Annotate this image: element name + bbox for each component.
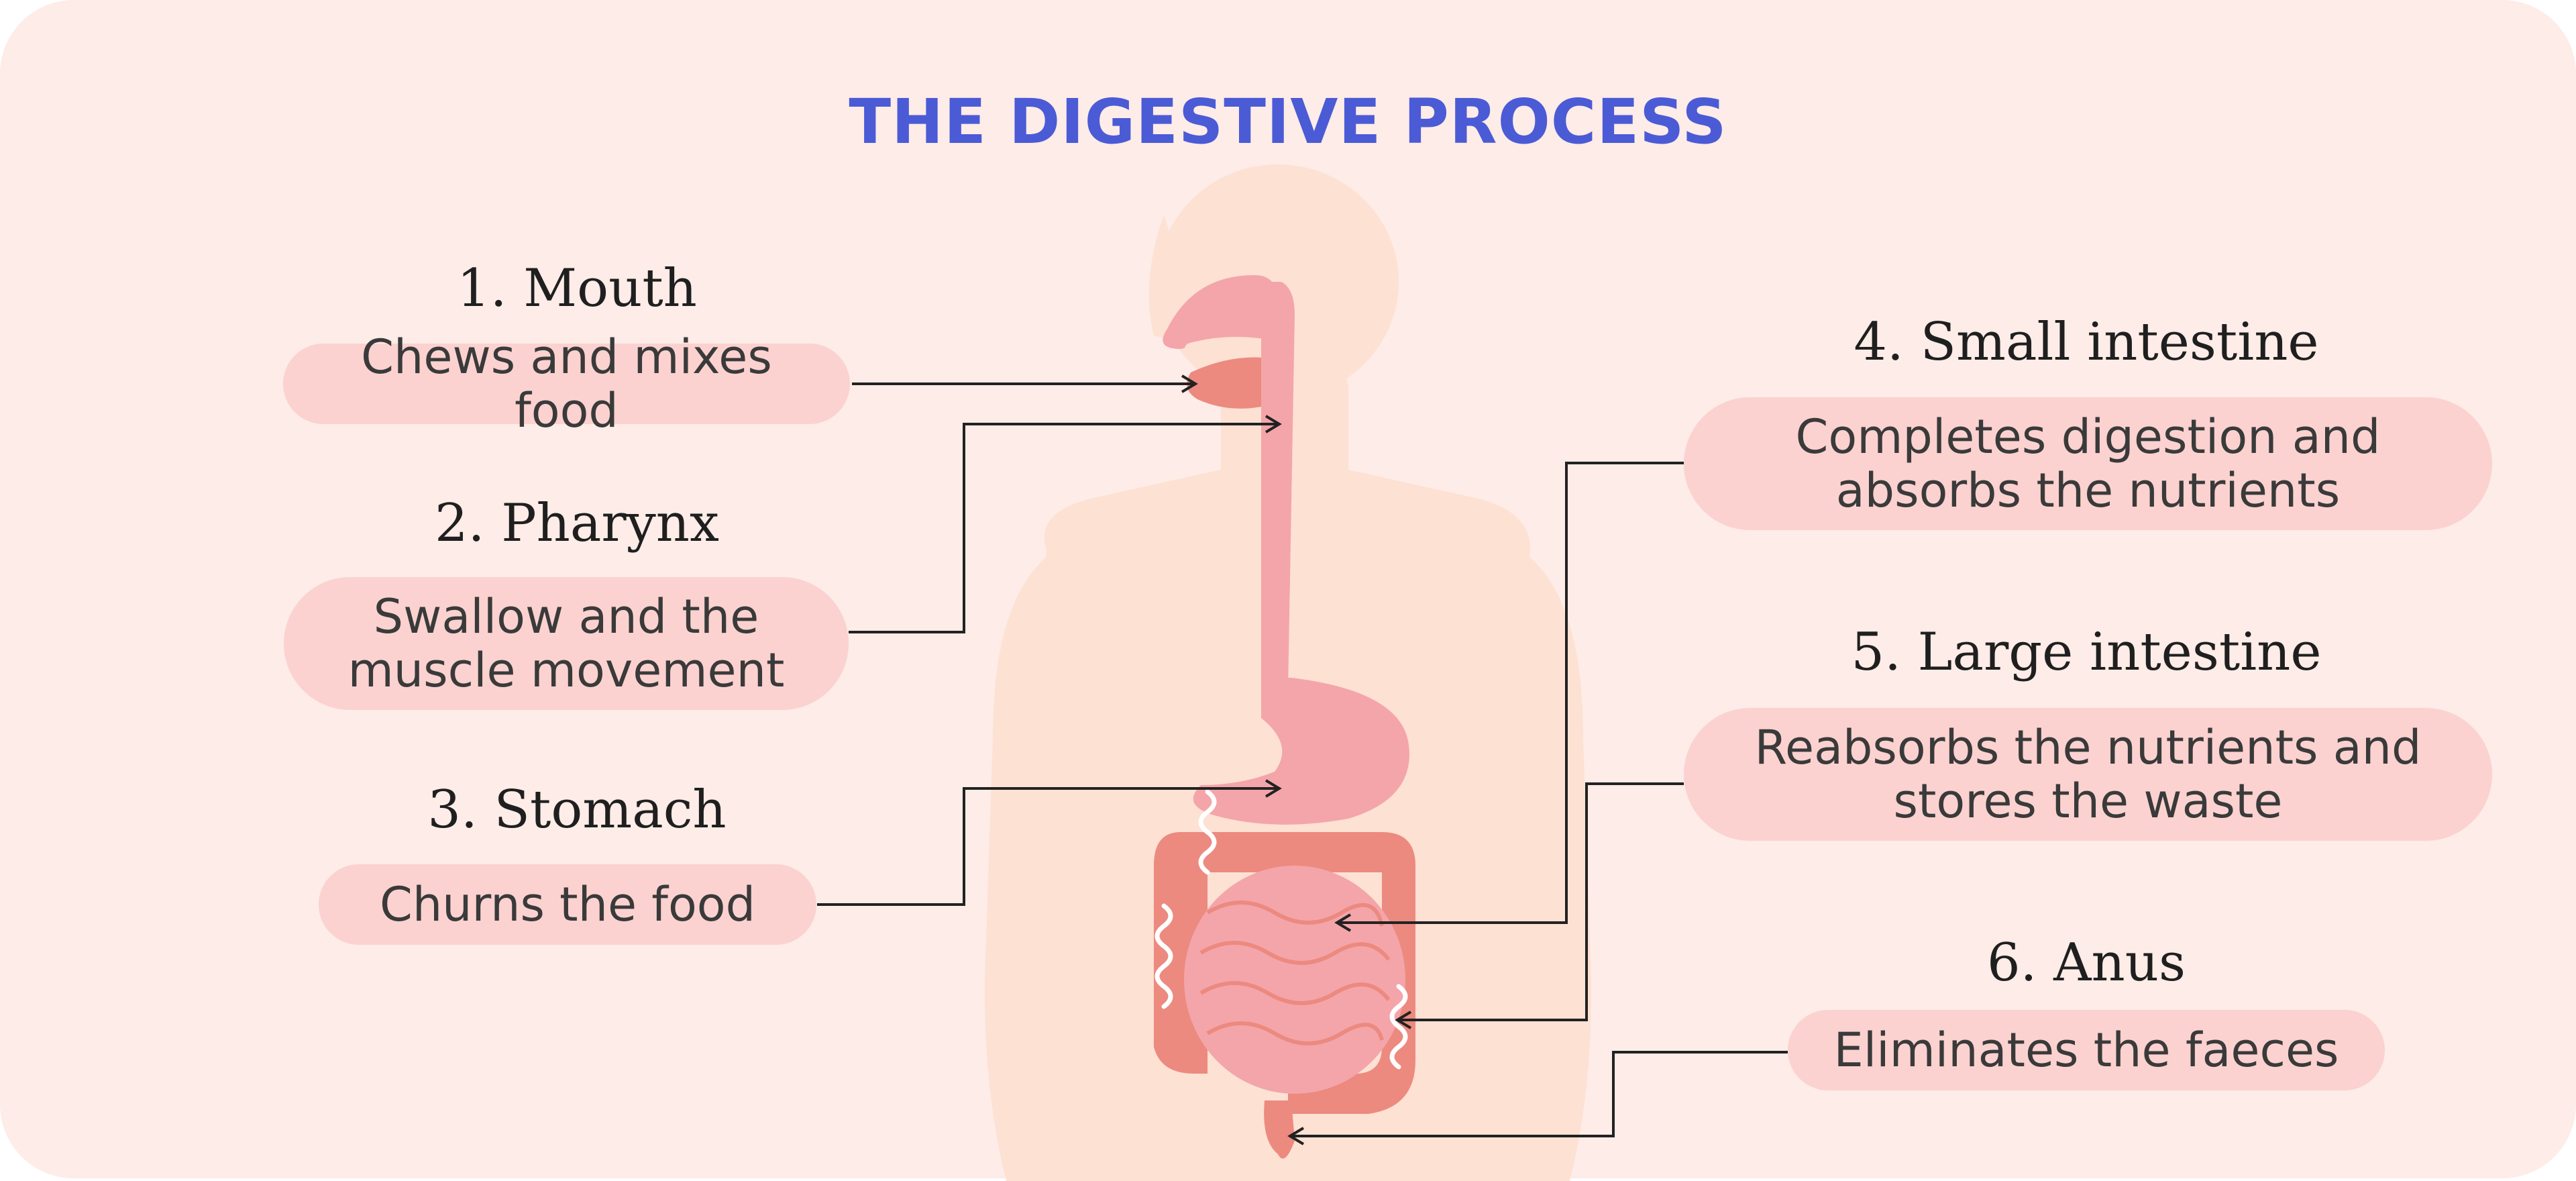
- stage-description-mouth: Chews and mixes food: [283, 329, 850, 438]
- stage-description-anus: Eliminates the faeces: [1788, 1010, 2385, 1090]
- arrow-anus: [1287, 1127, 1305, 1145]
- arrow-large-intestine: [1395, 1011, 1412, 1029]
- stage-description-stomach: Churns the food: [319, 864, 816, 945]
- stage-heading-mouth: 1. Mouth: [457, 258, 697, 319]
- connector-lines: [817, 374, 1788, 1145]
- oral-cavity: [1163, 275, 1278, 409]
- stage-heading-small-intestine: 4. Small intestine: [1854, 312, 2319, 372]
- small-intestine: [1184, 866, 1405, 1094]
- peristalsis-waves: [1155, 789, 1408, 1070]
- stage-description-large-intestine: Reabsorbs the nutrients and stores the w…: [1684, 708, 2492, 841]
- arrow-mouth: [1181, 374, 1198, 393]
- esophagus: [1254, 282, 1295, 691]
- arrow-stomach: [1265, 779, 1282, 798]
- connector-stomach: [817, 787, 1278, 906]
- rectum: [1264, 1100, 1295, 1159]
- connector-pharynx: [849, 423, 1278, 633]
- stage-description-small-intestine: Completes digestion and absorbs the nutr…: [1684, 397, 2492, 530]
- connector-anus: [1291, 1051, 1788, 1137]
- stage-heading-pharynx: 2. Pharynx: [434, 493, 719, 554]
- stage-description-pharynx: Swallow and the muscle movement: [284, 577, 849, 710]
- intestine-folds: [1199, 901, 1391, 1045]
- stage-heading-anus: 6. Anus: [1986, 933, 2186, 993]
- stage-heading-large-intestine: 5. Large intestine: [1851, 622, 2322, 682]
- connector-small-intestine: [1338, 462, 1684, 924]
- stage-heading-stomach: 3. Stomach: [427, 780, 727, 840]
- connector-large-intestine: [1399, 782, 1684, 1021]
- arrow-pharynx: [1265, 415, 1282, 433]
- arrow-small-intestine: [1334, 913, 1352, 932]
- page-title: THE DIGESTIVE PROCESS: [849, 86, 1727, 158]
